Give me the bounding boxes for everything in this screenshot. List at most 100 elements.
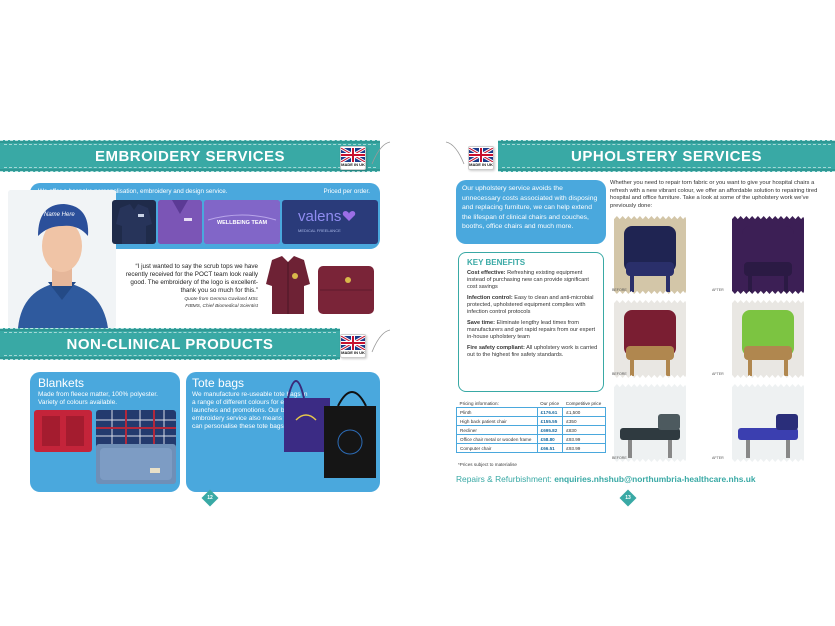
cap-name-text: Name Here: [44, 212, 75, 218]
key-benefits-title: KEY BENEFITS: [467, 258, 526, 267]
before-label: BEFORE: [612, 456, 627, 460]
valens-logo-text: valens: [298, 208, 342, 225]
upholstery-banner: UPHOLSTERY SERVICES: [498, 140, 835, 172]
flag-label: MADE IN UK: [469, 162, 493, 167]
after-photo: [732, 300, 804, 378]
table-cell: £830: [562, 425, 606, 435]
nonclinical-banner: NON-CLINICAL PRODUCTS: [0, 328, 340, 360]
table-cell: £176.61: [536, 407, 564, 417]
upholstery-intro-box: Our upholstery service avoids the unnece…: [456, 180, 606, 244]
tote-text: We manufacture re-useable tote bags in a…: [192, 391, 308, 431]
table-header-cell: Our price: [540, 401, 560, 406]
red-blanket-photo: [34, 410, 92, 452]
table-cell: £93.99: [562, 443, 606, 453]
before-photo: [614, 384, 686, 462]
table-cell: £155.55: [536, 416, 564, 426]
upholstery-intro: Our upholstery service avoids the unnece…: [462, 185, 598, 231]
table-header-cell: Competitive price: [565, 401, 602, 406]
wellbeing-embroidery-photo: WELLBEING TEAM: [204, 200, 280, 244]
embroidery-title: EMBROIDERY SERVICES: [94, 147, 286, 165]
table-cell: High back patient chair: [456, 416, 538, 426]
tote-bags-photo: [282, 358, 378, 486]
benefit-item: Fire safety compliant: All upholstery wo…: [467, 345, 599, 359]
fleece-folded-photo: [316, 262, 376, 316]
benefit-text: Eliminate lengthy lead times from manufa…: [467, 320, 596, 340]
needle-thread-icon: [445, 141, 465, 165]
before-label: BEFORE: [612, 372, 627, 376]
benefit-text: All upholstery work is carried out to th…: [467, 345, 598, 358]
after-label: AFTER: [712, 372, 724, 376]
before-photo: [614, 216, 686, 294]
table-cell: £58.80: [536, 434, 564, 444]
blue-blanket-photo: [96, 444, 176, 484]
before-label: BEFORE: [612, 288, 627, 292]
blankets-title: Blankets: [38, 376, 85, 390]
benefit-item: Infection control: Easy to clean and ant…: [467, 295, 599, 316]
right-page: MADE IN UK UPHOLSTERY SERVICES Our uphol…: [418, 0, 835, 626]
pricing-table: Pricing information: Our price Competitive…: [456, 400, 606, 453]
flag-label: MADE IN UK: [341, 350, 365, 355]
table-cell: £66.51: [536, 443, 564, 453]
table-row: Computer chair£66.51£93.99: [456, 443, 606, 453]
embroidery-intro: We offer a bespoke personalisation, embr…: [38, 188, 228, 195]
benefit-text: Easy to clean and anti-microbial protect…: [467, 295, 594, 315]
benefit-label: Cost effective:: [467, 270, 506, 276]
after-photo: [732, 216, 804, 294]
before-photo: [614, 300, 686, 378]
needle-thread-icon: [371, 329, 391, 353]
valens-logo-subtext: MEDICAL FREELANCE: [298, 228, 341, 233]
benefit-item: Cost effective: Refreshing existing equi…: [467, 270, 599, 291]
upholstery-title: UPHOLSTERY SERVICES: [571, 147, 762, 165]
benefit-text: Refreshing existing equipment instead of…: [467, 270, 589, 290]
embroidery-banner: EMBROIDERY SERVICES: [0, 140, 380, 172]
embroidery-price: Priced per order.: [323, 188, 370, 195]
heart-logo-icon: [342, 211, 356, 221]
made-in-uk-flag-icon: MADE IN UK: [340, 334, 366, 358]
benefit-label: Save time:: [467, 320, 495, 326]
benefit-item: Save time: Eliminate lengthy lead times …: [467, 320, 599, 341]
price-note: *Prices subject to materialise: [458, 462, 517, 467]
after-photo: [732, 384, 804, 462]
customer-quote: “I just wanted to say the scrub tops we …: [125, 263, 258, 294]
table-cell: Recliner: [456, 425, 538, 435]
page-number: 12: [207, 495, 213, 501]
scrub-model-photo: Name Here: [8, 190, 116, 328]
contact-line: Repairs & Refurbishment: enquiries.nhshu…: [456, 474, 756, 484]
tote-title: Tote bags: [192, 376, 245, 390]
table-cell: £350: [562, 416, 606, 426]
flag-label: MADE IN UK: [341, 162, 365, 167]
pricing-table-header: Pricing information: Our price Competitive…: [457, 400, 606, 408]
table-row: Office chair metal or wooden frame£58.80…: [456, 434, 606, 444]
after-label: AFTER: [712, 288, 724, 292]
valens-logo-photo: valens MEDICAL FREELANCE: [282, 200, 378, 244]
wellbeing-team-text: WELLBEING TEAM: [216, 220, 268, 226]
table-cell: £695.82: [536, 425, 564, 435]
table-cell: £93.99: [562, 434, 606, 444]
page-number: 13: [625, 495, 631, 501]
quote-attribution-line2: FIBMS, Chief Biomedical Scientist: [185, 304, 258, 309]
quote-attribution-line1: Quote from Gemma Gaviland MSc: [184, 297, 258, 302]
made-in-uk-flag-icon: MADE IN UK: [468, 146, 494, 170]
after-label: AFTER: [712, 456, 724, 460]
benefit-label: Fire safety compliant:: [467, 345, 525, 351]
page-number-badge: 13: [619, 489, 637, 507]
table-row: High back patient chair£155.55£350: [456, 416, 606, 426]
table-cell: Office chair metal or wooden frame: [456, 434, 538, 444]
blankets-text: Made from fleece matter, 100% polyester.…: [38, 391, 158, 406]
benefits-list: Cost effective: Refreshing existing equi…: [467, 270, 599, 363]
needle-thread-icon: [371, 141, 391, 165]
key-benefits-box: KEY BENEFITS Cost effective: Refreshing …: [458, 252, 604, 392]
table-row: Plinth£176.61£1,500: [456, 407, 606, 417]
left-page: EMBROIDERY SERVICES MADE IN UK We offer …: [0, 0, 417, 626]
upholstery-paragraph: Whether you need to repair torn fabric o…: [610, 180, 818, 209]
page-number-badge: 12: [201, 489, 219, 507]
contact-email-link[interactable]: enquiries.nhshub@northumbria-healthcare.…: [554, 474, 756, 484]
table-cell: Plinth: [456, 407, 538, 417]
contact-label: Repairs & Refurbishment:: [456, 474, 555, 484]
scrub-top-navy-photo: [112, 200, 156, 244]
table-cell: £1,500: [562, 407, 606, 417]
table-header-cell: Pricing information:: [459, 401, 499, 406]
fleece-jacket-photo: [262, 254, 314, 316]
table-row: Recliner£695.82£830: [456, 425, 606, 435]
